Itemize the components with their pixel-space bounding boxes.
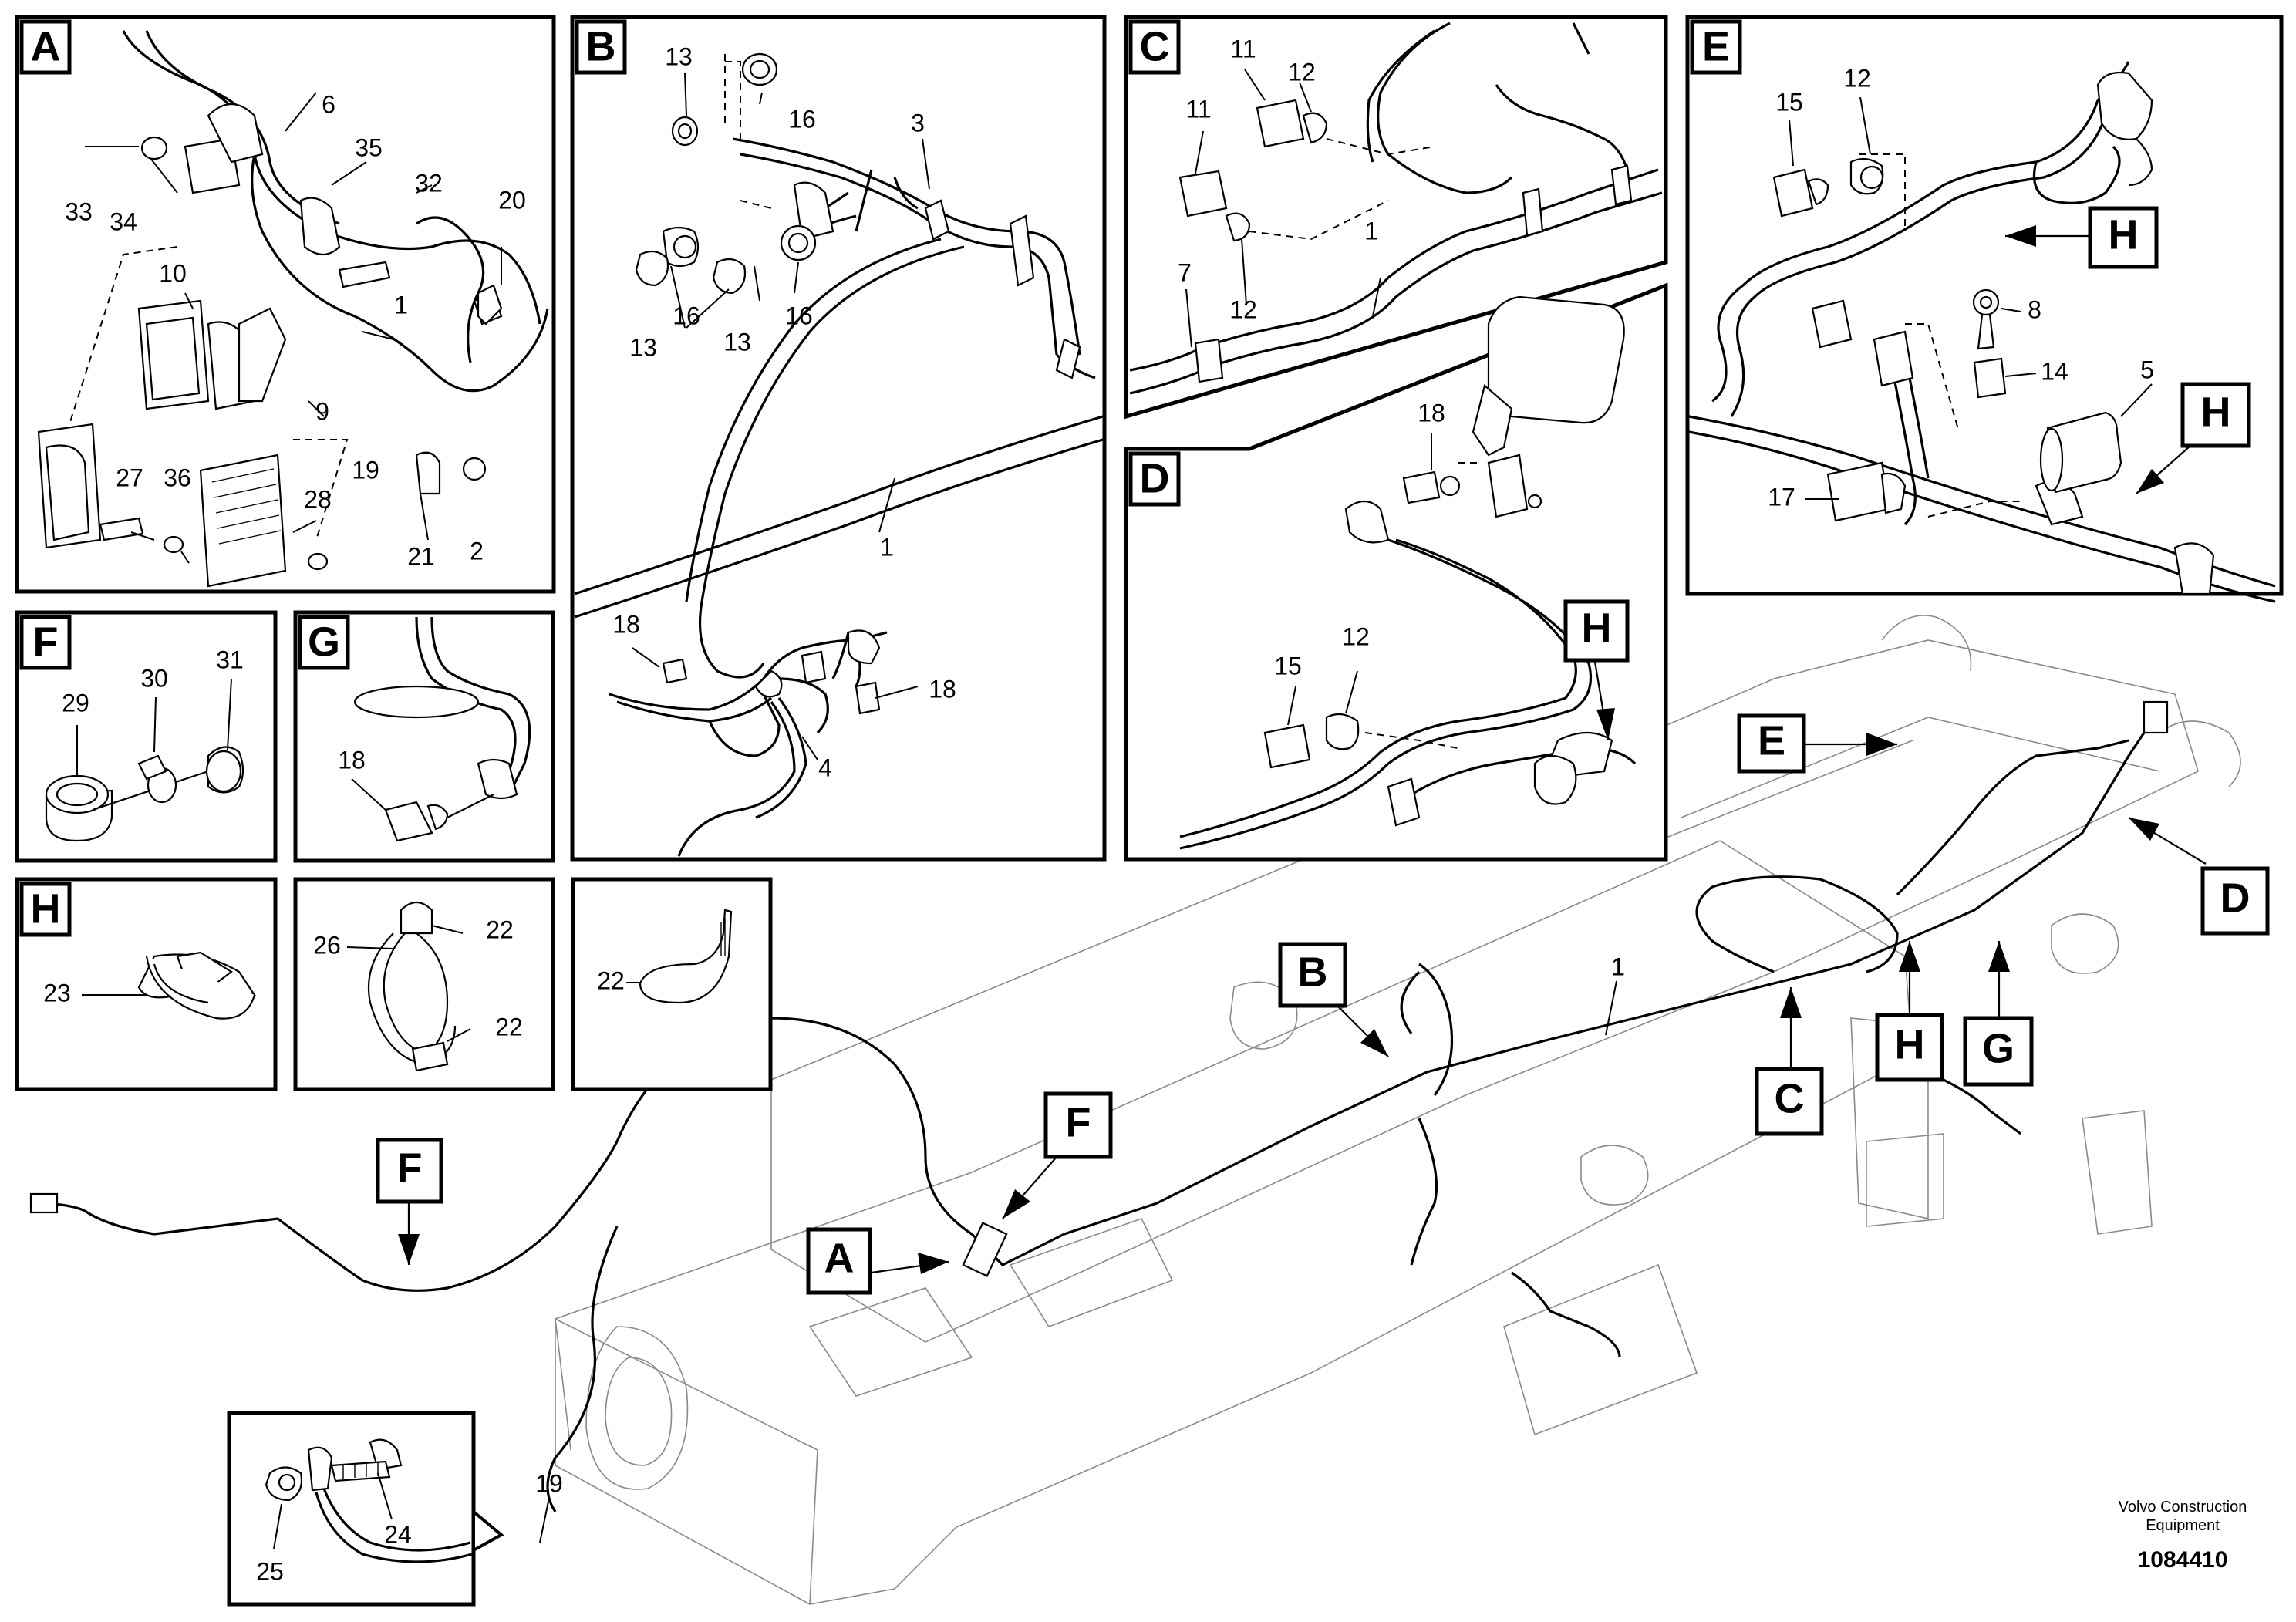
label-a-9: 9 bbox=[315, 397, 329, 425]
credit-line-2: Equipment bbox=[2146, 1517, 2220, 1534]
label-b-4: 4 bbox=[818, 754, 832, 781]
label-e-15: 15 bbox=[1775, 88, 1803, 116]
label-b-13a: 13 bbox=[665, 42, 693, 70]
label-b-16b: 16 bbox=[673, 302, 700, 329]
callout-c: C bbox=[1775, 1075, 1805, 1121]
label-e-14: 14 bbox=[2041, 357, 2068, 385]
label-a-34: 34 bbox=[110, 207, 137, 235]
callout-h-main: H bbox=[1895, 1021, 1925, 1067]
detail-panel-f: F 29 30 31 bbox=[15, 610, 278, 863]
label-d-15: 15 bbox=[1274, 652, 1302, 679]
label-ground-24: 24 bbox=[384, 1520, 412, 1548]
label-e-8: 8 bbox=[2028, 295, 2041, 323]
drawing-number: 1084410 bbox=[2138, 1547, 2228, 1573]
label-b-13c: 13 bbox=[723, 328, 751, 356]
label-c-7: 7 bbox=[1178, 258, 1192, 286]
callout-g: G bbox=[1982, 1025, 2014, 1071]
detail-panel-b: B 13 16 bbox=[570, 15, 1107, 862]
label-tie-22: 22 bbox=[597, 966, 625, 994]
label-a-20: 20 bbox=[498, 186, 526, 214]
detail-panel-d: D 18 15 12 bbox=[1124, 282, 1668, 862]
credit-line-1: Volvo Construction bbox=[2119, 1499, 2247, 1516]
label-a-19: 19 bbox=[352, 456, 379, 484]
label-main-1: 1 bbox=[1611, 953, 1625, 980]
label-d-18: 18 bbox=[1418, 399, 1445, 427]
label-c-12a: 12 bbox=[1288, 58, 1316, 86]
callout-d: D bbox=[2220, 875, 2250, 921]
label-a-36: 36 bbox=[164, 464, 191, 491]
label-a-28: 28 bbox=[304, 485, 332, 513]
callout-f-lower: F bbox=[397, 1145, 423, 1191]
panel-h-letter: H bbox=[31, 885, 61, 932]
label-f-29: 29 bbox=[62, 689, 89, 717]
label-a-10: 10 bbox=[159, 259, 187, 287]
callout-h-panel-e-upper: H bbox=[2109, 211, 2139, 258]
detail-panel-c: C 11 12 11 12 1 7 bbox=[1124, 15, 1668, 420]
callout-e: E bbox=[1758, 717, 1785, 764]
label-d-12: 12 bbox=[1342, 622, 1370, 650]
machine-frame bbox=[555, 615, 2241, 1605]
panel-a-letter: A bbox=[31, 23, 61, 69]
panel-f-letter: F bbox=[33, 619, 59, 665]
panel-c-letter: C bbox=[1140, 23, 1170, 69]
detail-panel-ground: 25 24 bbox=[227, 1411, 504, 1607]
label-c-12b: 12 bbox=[1229, 295, 1257, 323]
label-b-13b: 13 bbox=[629, 333, 657, 361]
detail-panel-clip: 26 22 22 bbox=[293, 877, 555, 1091]
label-e-17: 17 bbox=[1768, 483, 1795, 511]
detail-panel-g: G 18 bbox=[293, 610, 555, 863]
label-a-6: 6 bbox=[322, 90, 335, 118]
callout-h-panel-e-right: H bbox=[2201, 389, 2231, 435]
callout-h-panel-d: H bbox=[1582, 605, 1612, 651]
detail-panel-a: A 33 34 6 35 32 20 10 1 9 19 bbox=[15, 15, 556, 679]
label-a-27: 27 bbox=[116, 464, 143, 491]
label-a-2: 2 bbox=[470, 537, 484, 565]
detail-panel-e: E 15 12 8 14 5 17 bbox=[1685, 15, 2284, 603]
label-clip-22b: 22 bbox=[495, 1013, 523, 1040]
label-b-3: 3 bbox=[911, 109, 925, 137]
label-g-18: 18 bbox=[338, 746, 366, 774]
detail-panel-tie: 22 bbox=[571, 877, 773, 1091]
label-a-1: 1 bbox=[394, 291, 408, 319]
label-c-11b: 11 bbox=[1185, 95, 1211, 123]
label-e-12: 12 bbox=[1843, 64, 1871, 92]
label-a-21: 21 bbox=[407, 542, 435, 570]
label-main-19: 19 bbox=[535, 1469, 563, 1497]
label-e-5: 5 bbox=[2140, 356, 2154, 383]
label-a-33: 33 bbox=[65, 197, 93, 225]
label-b-18a: 18 bbox=[612, 610, 640, 638]
callout-f-upper: F bbox=[1066, 1099, 1091, 1145]
panel-b-letter: B bbox=[586, 23, 616, 69]
panel-d-letter: D bbox=[1140, 455, 1170, 501]
label-f-30: 30 bbox=[140, 664, 168, 692]
label-b-18b: 18 bbox=[929, 675, 956, 703]
label-ground-25: 25 bbox=[256, 1557, 284, 1585]
label-clip-26: 26 bbox=[313, 931, 341, 959]
label-a-32: 32 bbox=[415, 169, 443, 197]
label-b-1: 1 bbox=[880, 533, 894, 561]
label-a-35: 35 bbox=[355, 133, 383, 161]
callouts: H H H E D B F A F C bbox=[376, 206, 2270, 1295]
label-clip-22a: 22 bbox=[486, 916, 514, 943]
callout-a: A bbox=[824, 1235, 855, 1281]
panel-e-letter: E bbox=[1702, 23, 1730, 69]
label-f-31: 31 bbox=[216, 646, 244, 673]
label-h-23: 23 bbox=[43, 979, 71, 1007]
main-harness bbox=[29, 700, 2169, 1512]
label-c-1: 1 bbox=[1364, 217, 1378, 244]
callout-b: B bbox=[1298, 949, 1328, 995]
label-b-16c: 16 bbox=[785, 302, 813, 329]
panel-g-letter: G bbox=[308, 619, 340, 665]
label-c-11a: 11 bbox=[1230, 35, 1256, 62]
detail-panel-h: H 23 bbox=[15, 877, 278, 1091]
label-b-16a: 16 bbox=[788, 105, 816, 133]
